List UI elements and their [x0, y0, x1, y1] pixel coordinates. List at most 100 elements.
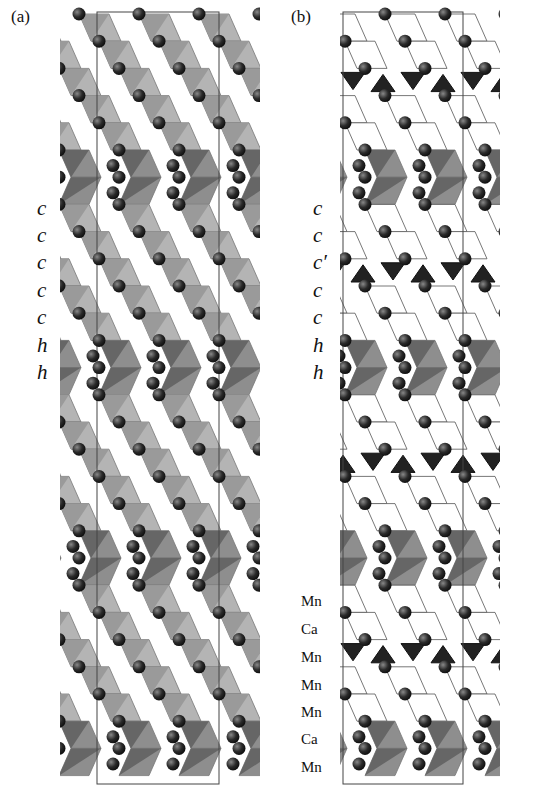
cation-layer-label: Mn	[300, 760, 323, 775]
atom	[379, 307, 392, 320]
octahedron	[405, 368, 447, 395]
atom	[73, 552, 86, 565]
structure-b	[340, 8, 500, 785]
atom	[399, 35, 412, 48]
stacking-letter: c	[36, 280, 47, 301]
atom	[207, 350, 220, 363]
atom	[227, 186, 240, 199]
atom	[479, 280, 492, 293]
atom	[213, 116, 226, 129]
octahedron	[179, 150, 221, 177]
atom	[459, 116, 472, 129]
atom	[499, 524, 501, 537]
atom	[379, 8, 392, 21]
atom	[379, 524, 392, 537]
octahedron	[405, 340, 447, 367]
stacking-letter: c	[36, 198, 47, 219]
atom	[73, 524, 86, 537]
octahedron	[60, 667, 61, 694]
octahedron	[119, 150, 161, 177]
atom	[107, 186, 120, 199]
cation-layer-label: Mn	[300, 650, 323, 665]
tetrahedron	[461, 644, 485, 661]
octahedron	[60, 449, 61, 476]
atom	[73, 225, 86, 238]
octahedron-edge	[179, 748, 221, 775]
atom	[399, 334, 412, 347]
atom	[353, 730, 366, 743]
octahedron	[445, 531, 487, 558]
octahedron-edge	[345, 368, 387, 395]
atom	[419, 171, 432, 184]
octahedron-edge	[60, 721, 89, 748]
atom	[413, 758, 426, 771]
stacking-letter: h	[312, 335, 325, 356]
atom	[133, 89, 146, 102]
octahedron-edge	[60, 150, 89, 177]
atom	[499, 307, 501, 320]
octahedron-edge	[60, 748, 101, 775]
atom	[93, 688, 106, 701]
atom	[353, 159, 366, 172]
atom	[499, 443, 501, 456]
atom	[439, 524, 452, 537]
octahedron	[60, 150, 101, 177]
octahedron	[425, 150, 467, 177]
atom	[499, 8, 501, 21]
atom	[340, 35, 352, 48]
atom	[373, 567, 386, 580]
atom	[233, 171, 246, 184]
octahedron	[139, 558, 181, 585]
octahedron	[179, 748, 221, 775]
atom	[173, 144, 186, 157]
atom	[340, 606, 352, 619]
atom	[213, 688, 226, 701]
octahedron-edge	[60, 558, 61, 585]
atom	[233, 280, 246, 293]
stacking-letter: h	[36, 362, 49, 383]
atom	[433, 567, 446, 580]
atom	[399, 116, 412, 129]
atom	[399, 606, 412, 619]
cation-layer-label: Ca	[300, 732, 319, 747]
octahedron	[340, 531, 367, 558]
atom	[93, 35, 106, 48]
cation-layer-label: Mn	[300, 594, 323, 609]
atom	[359, 633, 372, 646]
atom	[399, 688, 412, 701]
octahedron	[60, 232, 61, 259]
atom	[133, 552, 146, 565]
atom	[379, 225, 392, 238]
tetrahedron	[391, 455, 415, 472]
atom	[479, 742, 492, 755]
atom	[127, 540, 140, 553]
atom	[253, 660, 261, 673]
atom	[167, 159, 180, 172]
atom	[173, 715, 186, 728]
octahedron	[159, 340, 201, 367]
atom	[60, 633, 66, 646]
octahedron	[365, 150, 407, 177]
atom	[93, 388, 106, 401]
atom	[107, 730, 120, 743]
atom	[127, 567, 140, 580]
octahedron	[345, 368, 387, 395]
atom	[60, 144, 66, 157]
atom	[413, 186, 426, 199]
atom	[439, 443, 452, 456]
atom	[499, 89, 501, 102]
octahedron	[119, 748, 161, 775]
atom	[453, 377, 466, 390]
octahedron	[60, 368, 81, 395]
atom	[439, 307, 452, 320]
octahedron	[60, 313, 61, 340]
octahedron	[60, 340, 81, 367]
atom	[419, 715, 432, 728]
octahedron-edge	[60, 177, 101, 204]
atom	[340, 377, 346, 390]
octahedron	[365, 721, 407, 748]
atom	[253, 579, 261, 592]
atom	[340, 388, 352, 401]
octahedron	[425, 721, 467, 748]
atom	[153, 116, 166, 129]
